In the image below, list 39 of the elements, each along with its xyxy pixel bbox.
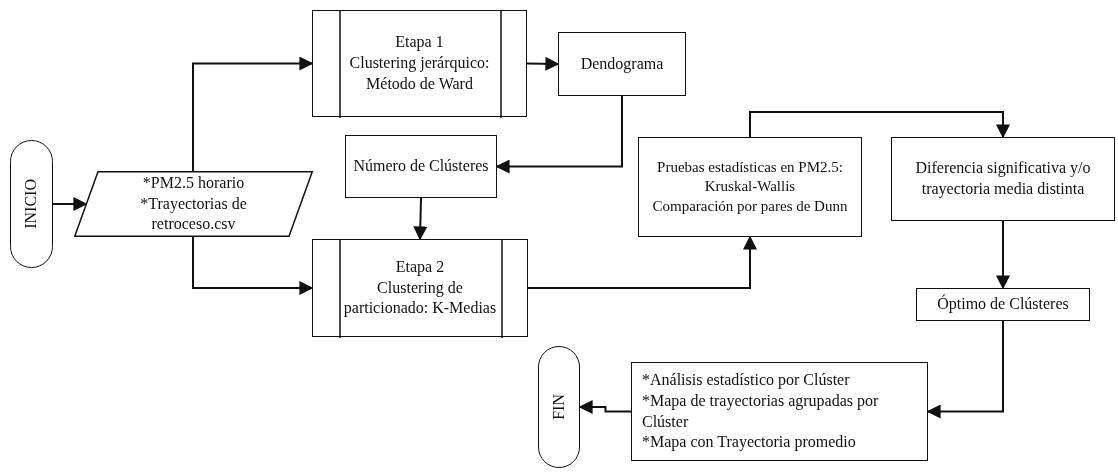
- subprocess-box: [312, 239, 528, 337]
- node-text: Clustering de particionado: K-Medias: [343, 277, 497, 319]
- process-box: [558, 32, 686, 96]
- terminator-label: FIN: [548, 394, 568, 420]
- terminator-shape: [538, 346, 580, 468]
- arrow: [578, 400, 632, 414]
- node-text: Diferencia significativa y/o trayectoria media distinta: [914, 158, 1092, 200]
- node-text: Pruebas estadísticas en PM2.5:: [657, 157, 843, 177]
- node-text: Clustering jerárquico: Método de Ward: [348, 53, 491, 94]
- node-text: *PM2.5 horario: [142, 172, 245, 193]
- data-parallelogram: [74, 171, 313, 237]
- node-text: Etapa 2: [395, 256, 445, 278]
- arrow: [996, 220, 1010, 290]
- arrow: [413, 197, 428, 241]
- arrow: [192, 236, 314, 295]
- arrow: [926, 320, 1004, 419]
- process-box: [916, 288, 1090, 321]
- terminator-label: INICIO: [21, 179, 41, 229]
- node-text: *Mapa con Trayectoria promedio: [642, 432, 856, 453]
- terminator-shape: [10, 140, 53, 268]
- process-box: [631, 362, 928, 461]
- node-text: *Análisis estadístico por Clúster: [642, 369, 850, 391]
- node-text: Número de Clústeres: [353, 156, 489, 177]
- process-box: [638, 137, 862, 237]
- arrow: [749, 111, 1010, 139]
- node-text: Comparación por pares de Dunn: [652, 196, 848, 216]
- node-text: Dendograma: [580, 53, 664, 75]
- arrow: [526, 56, 560, 71]
- arrow: [192, 56, 314, 172]
- node-text: Kruskal-Wallis: [704, 177, 796, 197]
- node-text: *Trayectorias de retroceso.csv: [139, 193, 248, 235]
- process-box: [345, 135, 497, 198]
- subprocess-box: [312, 10, 527, 117]
- arrow: [527, 235, 757, 289]
- node-text: Etapa 1: [395, 32, 444, 53]
- node-text: Óptimo de Clústeres: [937, 294, 1069, 315]
- arrow: [495, 95, 623, 174]
- process-box: [891, 137, 1115, 221]
- node-text: *Mapa de trayectorias agrupadas por Clúster: [642, 390, 880, 432]
